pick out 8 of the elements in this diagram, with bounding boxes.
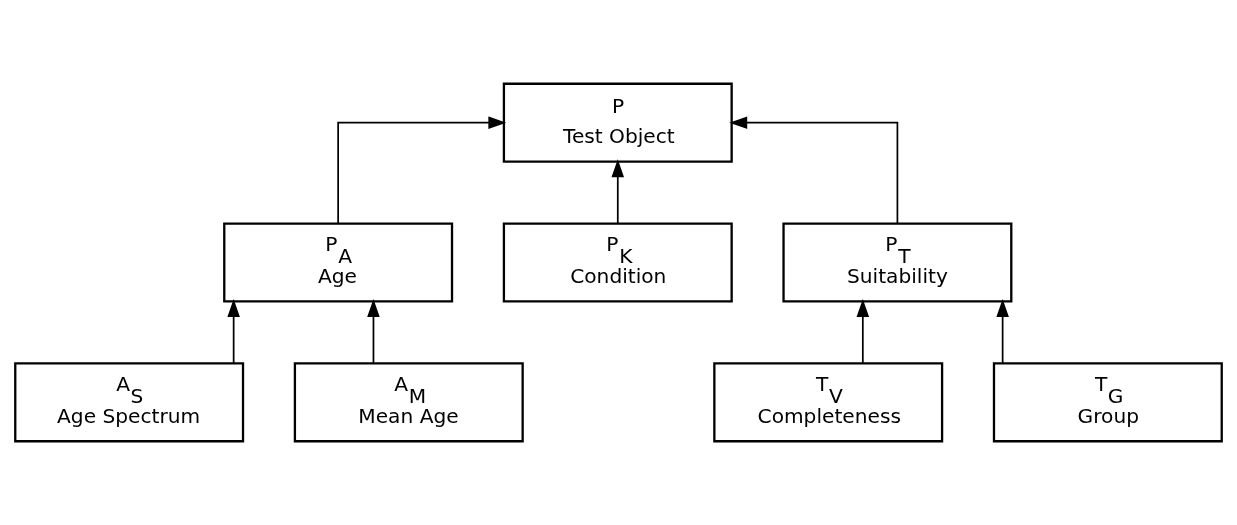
arrow [729, 116, 899, 225]
arrow [367, 299, 380, 365]
arrow [996, 299, 1009, 365]
arrow [337, 116, 507, 225]
arrow [611, 159, 625, 225]
arrow [227, 299, 240, 365]
node-box: P Test Object [502, 82, 733, 163]
arrow [856, 299, 870, 365]
